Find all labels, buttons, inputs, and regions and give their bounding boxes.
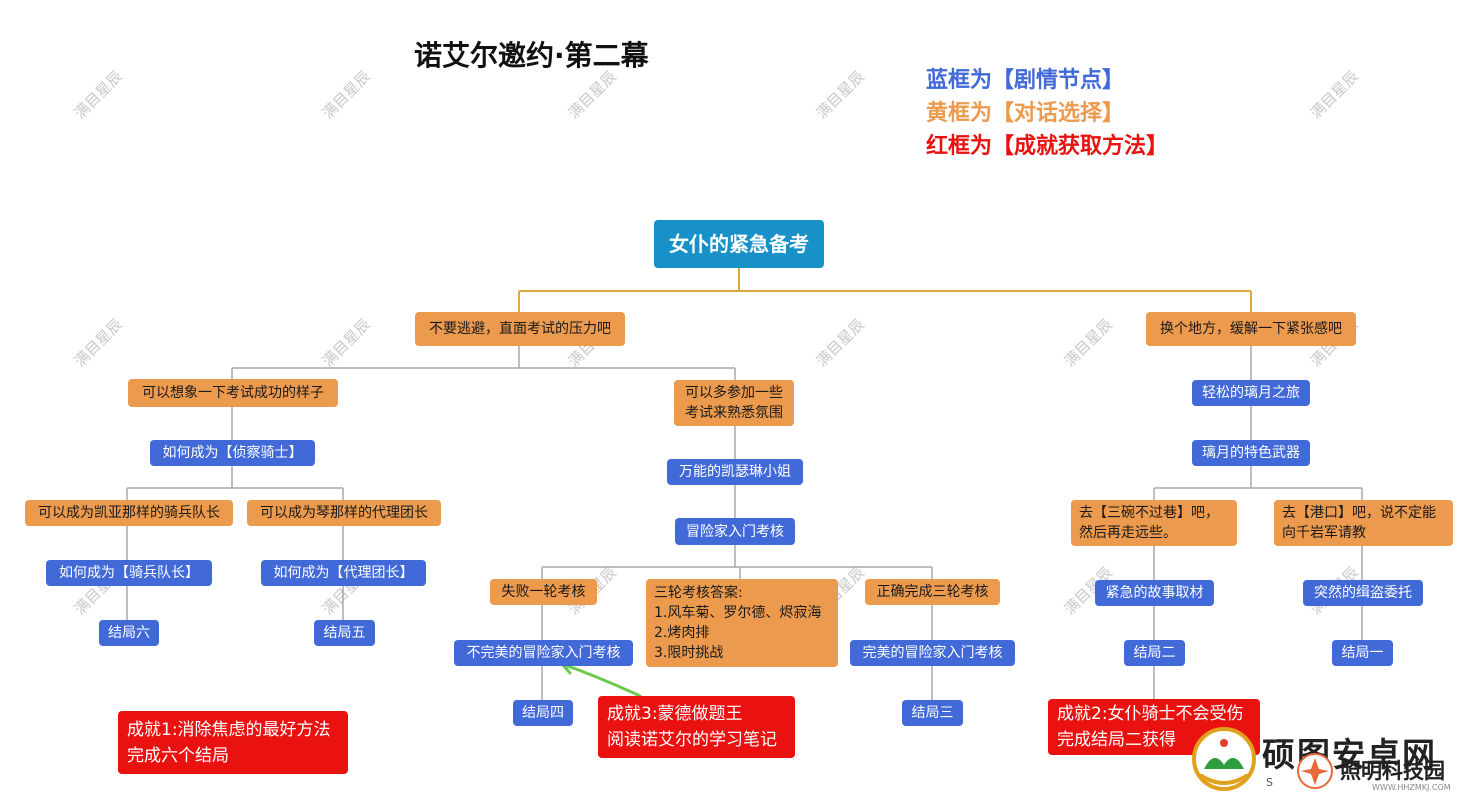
site-logo-1-text: 硕图安卓网 <box>1262 735 1437 774</box>
choice-three-bowls-line1: 去【三碗不过巷】吧， <box>1079 505 1219 521</box>
achievement-1: 成就1:消除焦虑的最好方法完成六个结局 <box>118 711 348 774</box>
site-logo-1-sub: S <box>1266 776 1273 789</box>
site-logo-emblem-icon <box>1192 727 1256 791</box>
story-acting-grand-master[interactable]: 如何成为【代理团长】 <box>261 560 426 586</box>
choice-more-exams-line2: 考试来熟悉氛围 <box>685 405 783 421</box>
exam-answer-2: 2.烤肉排 <box>654 625 710 641</box>
story-catherine[interactable]: 万能的凯瑟琳小姐 <box>667 459 803 485</box>
ending-six[interactable]: 结局六 <box>99 620 159 646</box>
exam-answer-1: 1.风车菊、罗尔德、烬寂海 <box>654 605 822 621</box>
story-scout-knight[interactable]: 如何成为【侦察骑士】 <box>150 440 315 466</box>
ending-five[interactable]: 结局五 <box>314 620 375 646</box>
choice-acting-grand-master[interactable]: 可以成为琴那样的代理团长 <box>247 500 441 526</box>
story-cavalry-captain[interactable]: 如何成为【骑兵队长】 <box>46 560 212 586</box>
story-liyue-trip[interactable]: 轻松的璃月之旅 <box>1192 380 1310 406</box>
story-adventurer-exam[interactable]: 冒险家入门考核 <box>675 518 795 545</box>
choice-imagine-success[interactable]: 可以想象一下考试成功的样子 <box>128 379 338 407</box>
story-thief-commission[interactable]: 突然的缉盗委托 <box>1303 580 1423 606</box>
legend: 蓝框为【剧情节点】 黄框为【对话选择】 红框为【成就获取方法】 <box>926 64 1168 163</box>
story-imperfect-exam[interactable]: 不完美的冒险家入门考核 <box>454 640 633 666</box>
ending-one[interactable]: 结局一 <box>1332 640 1393 666</box>
achievement-3-title: 成就3:蒙德做题王 <box>607 704 743 724</box>
choice-harbor[interactable]: 去【港口】吧，说不定能向千岩军请教 <box>1274 500 1453 546</box>
story-perfect-exam[interactable]: 完美的冒险家入门考核 <box>850 640 1015 666</box>
choice-harbor-line2: 向千岩军请教 <box>1282 525 1366 541</box>
choice-change-place[interactable]: 换个地方，缓解一下紧张感吧 <box>1146 312 1356 346</box>
choice-harbor-line1: 去【港口】吧，说不定能 <box>1282 505 1436 521</box>
choice-more-exams-line1: 可以多参加一些 <box>685 385 783 401</box>
choice-more-exams[interactable]: 可以多参加一些考试来熟悉氛围 <box>674 380 794 426</box>
choice-cavalry-captain[interactable]: 可以成为凯亚那样的骑兵队长 <box>25 500 233 526</box>
choice-complete-three-rounds[interactable]: 正确完成三轮考核 <box>865 579 1000 605</box>
legend-yellow: 黄框为【对话选择】 <box>926 101 1125 126</box>
legend-blue: 蓝框为【剧情节点】 <box>926 68 1125 93</box>
choice-three-bowls-alley[interactable]: 去【三碗不过巷】吧， 然后再走远些。 <box>1071 500 1237 546</box>
ending-four[interactable]: 结局四 <box>513 700 573 726</box>
story-liyue-weapon[interactable]: 璃月的特色武器 <box>1192 440 1310 466</box>
achievement-3-method: 阅读诺艾尔的学习笔记 <box>607 730 777 750</box>
diagram-title: 诺艾尔邀约·第二幕 <box>414 39 649 72</box>
exam-answers-title: 三轮考核答案: <box>654 585 743 601</box>
choice-face-pressure[interactable]: 不要逃避，直面考试的压力吧 <box>415 312 625 346</box>
achievement-2-title: 成就2:女仆骑士不会受伤 <box>1057 704 1244 724</box>
root-node-maid-exam[interactable]: 女仆的紧急备考 <box>654 220 824 268</box>
legend-red: 红框为【成就获取方法】 <box>926 134 1169 159</box>
achievement-3: 成就3:蒙德做题王阅读诺艾尔的学习笔记 <box>598 696 795 758</box>
ending-three[interactable]: 结局三 <box>902 700 963 726</box>
exam-answer-3: 3.限时挑战 <box>654 645 724 661</box>
achievement-1-method: 完成六个结局 <box>127 745 229 766</box>
site-logo-2-icon <box>1297 753 1333 789</box>
site-logo-2-sub: WWW.HHZMKJ.COM <box>1372 783 1451 792</box>
achievement-1-title: 成就1:消除焦虑的最好方法 <box>127 719 331 740</box>
exam-answers-box: 三轮考核答案: 1.风车菊、罗尔德、烬寂海 2.烤肉排 3.限时挑战 <box>646 579 838 667</box>
choice-three-bowls-line2: 然后再走远些。 <box>1079 525 1177 541</box>
story-urgent-material[interactable]: 紧急的故事取材 <box>1095 580 1214 606</box>
ending-two[interactable]: 结局二 <box>1124 640 1185 666</box>
achievement-2-method: 完成结局二获得 <box>1057 730 1176 750</box>
choice-fail-round[interactable]: 失败一轮考核 <box>490 579 597 605</box>
site-logo-2-text: 照明科技园 <box>1340 759 1445 783</box>
